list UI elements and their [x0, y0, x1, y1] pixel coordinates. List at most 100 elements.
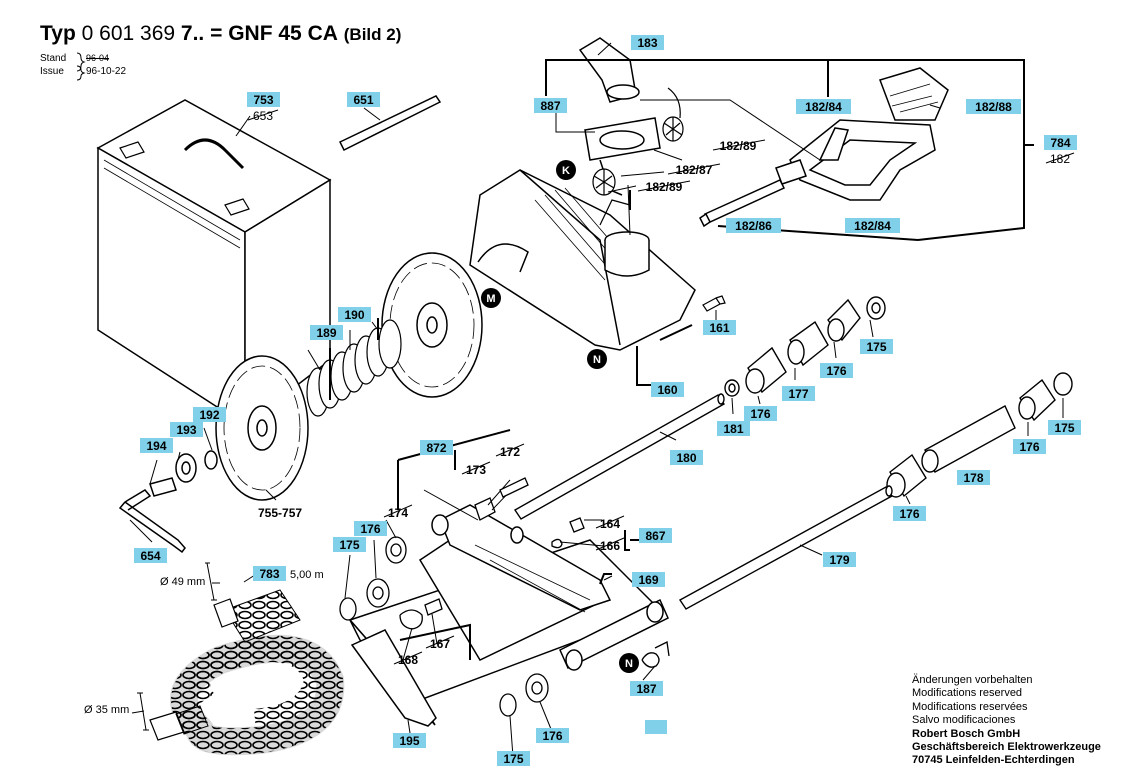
diamond-disc-right-drawing [381, 252, 483, 398]
callout-651: 651 [347, 92, 380, 107]
callout-887: 887 [534, 98, 567, 113]
callout-867: 867 [639, 528, 672, 543]
svg-text:194: 194 [146, 439, 166, 453]
callout-164: 164 [595, 515, 625, 531]
svg-text:178: 178 [963, 471, 983, 485]
callout-783: 783 [253, 566, 286, 581]
svg-text:172: 172 [500, 445, 520, 459]
svg-text:181: 181 [723, 422, 743, 436]
svg-text:M: M [486, 293, 495, 305]
svg-text:193: 193 [176, 423, 196, 437]
svg-text:182/89: 182/89 [720, 139, 757, 153]
svg-text:783: 783 [259, 567, 279, 581]
callout-181: 181 [717, 421, 750, 436]
svg-text:167: 167 [430, 637, 450, 651]
footer-line-fr: Modifications reservées [912, 700, 1028, 713]
svg-text:164: 164 [600, 517, 620, 531]
callout-872: 872 [420, 440, 453, 455]
callout-176-f: 176 [536, 728, 569, 743]
dust-hood-drawing [469, 169, 696, 351]
footer-line-en: Modifications reserved [912, 687, 1023, 700]
callout-195: 195 [393, 733, 426, 748]
callout-183: 183 [631, 35, 664, 50]
callout-175-b: 175 [1048, 420, 1081, 435]
callout-753: 753 [247, 92, 280, 107]
callout-179: 179 [823, 552, 856, 567]
callout-189: 189 [310, 325, 343, 340]
svg-text:187: 187 [636, 682, 656, 696]
svg-text:173: 173 [466, 463, 486, 477]
svg-text:182: 182 [1050, 152, 1070, 166]
svg-text:176: 176 [1019, 440, 1039, 454]
callout-166: 166 [595, 537, 625, 553]
callout-182-86: 182/86 [726, 218, 781, 233]
svg-text:182/89: 182/89 [646, 180, 683, 194]
callout-175-a: 175 [860, 339, 893, 354]
svg-text:182/88: 182/88 [975, 100, 1012, 114]
callout-168: 168 [393, 651, 423, 667]
svg-text:182/86: 182/86 [735, 219, 772, 233]
svg-text:182/84: 182/84 [854, 219, 891, 233]
callout-193: 193 [170, 422, 203, 437]
callout-187: 187 [630, 681, 663, 696]
flange-nut-key-drawing [118, 450, 218, 554]
svg-text:166: 166 [600, 539, 620, 553]
svg-text:176: 176 [750, 407, 770, 421]
callout-784: 784 [1044, 135, 1077, 150]
callout-174: 174 [383, 504, 413, 520]
svg-text:160: 160 [657, 383, 677, 397]
callout-182-88: 182/88 [966, 99, 1021, 114]
callout-175-c: 175 [333, 537, 366, 552]
svg-text:653: 653 [253, 109, 273, 123]
marker-n-upper: N [587, 349, 607, 369]
svg-text:753: 753 [253, 93, 273, 107]
base-carriage-drawing [348, 504, 669, 726]
guide-rods-drawing [514, 393, 894, 610]
marker-k: K [556, 160, 576, 180]
diameter-35-label: Ø 35 mm [84, 704, 129, 716]
cover-plate-drawing [350, 629, 437, 727]
svg-text:179: 179 [829, 553, 849, 567]
callout-653-superseded: 653 [247, 109, 279, 123]
callout-173: 173 [461, 461, 491, 477]
svg-text:176: 176 [826, 364, 846, 378]
diameter-49-label: Ø 49 mm [160, 576, 205, 588]
callout-182-superseded: 182 [1045, 152, 1075, 166]
svg-text:169: 169 [638, 573, 658, 587]
svg-text:175: 175 [503, 752, 523, 766]
hose-length-label: 5,00 m [290, 569, 324, 581]
callout-172: 172 [495, 443, 525, 459]
callout-176-c: 176 [1013, 439, 1046, 454]
diamond-disc-left-drawing [215, 355, 309, 501]
svg-text:872: 872 [426, 441, 446, 455]
svg-text:161: 161 [709, 321, 729, 335]
svg-text:174: 174 [388, 506, 408, 520]
svg-text:K: K [562, 165, 570, 177]
callout-182-84-top: 182/84 [796, 99, 851, 114]
callout-182-89-b: 182/89 [637, 180, 691, 194]
footer-division: Geschäftsbereich Elektrowerkzeuge [912, 741, 1101, 754]
marker-m: M [481, 288, 501, 308]
callout-labels: 183 887 182/84 182/88 784 182 753 653 65… [84, 35, 1081, 766]
suction-hose-drawing [149, 589, 345, 756]
handle-assembly-drawing [699, 67, 949, 228]
issue-label: Issue [40, 66, 64, 77]
stand-brace [76, 52, 86, 81]
stand-value: 96-04 [86, 53, 110, 63]
callout-192: 192 [193, 407, 226, 422]
strip-651-drawing [338, 95, 442, 152]
svg-text:195: 195 [399, 734, 419, 748]
svg-text:N: N [625, 658, 633, 670]
svg-text:168: 168 [398, 653, 418, 667]
svg-text:175: 175 [1054, 421, 1074, 435]
footer-address: 70745 Leinfelden-Echterdingen [912, 754, 1075, 767]
svg-text:651: 651 [353, 93, 373, 107]
callout-176-e: 176 [354, 521, 387, 536]
callout-194: 194 [140, 438, 173, 453]
callout-169: 169 [632, 572, 665, 587]
svg-text:175: 175 [339, 538, 359, 552]
issue-value: 96-10-22 [86, 66, 127, 77]
footer-line-de: Änderungen vorbehalten [912, 674, 1033, 686]
carrying-case-drawing [96, 99, 332, 427]
callout-182-84-bottom: 182/84 [845, 218, 900, 233]
